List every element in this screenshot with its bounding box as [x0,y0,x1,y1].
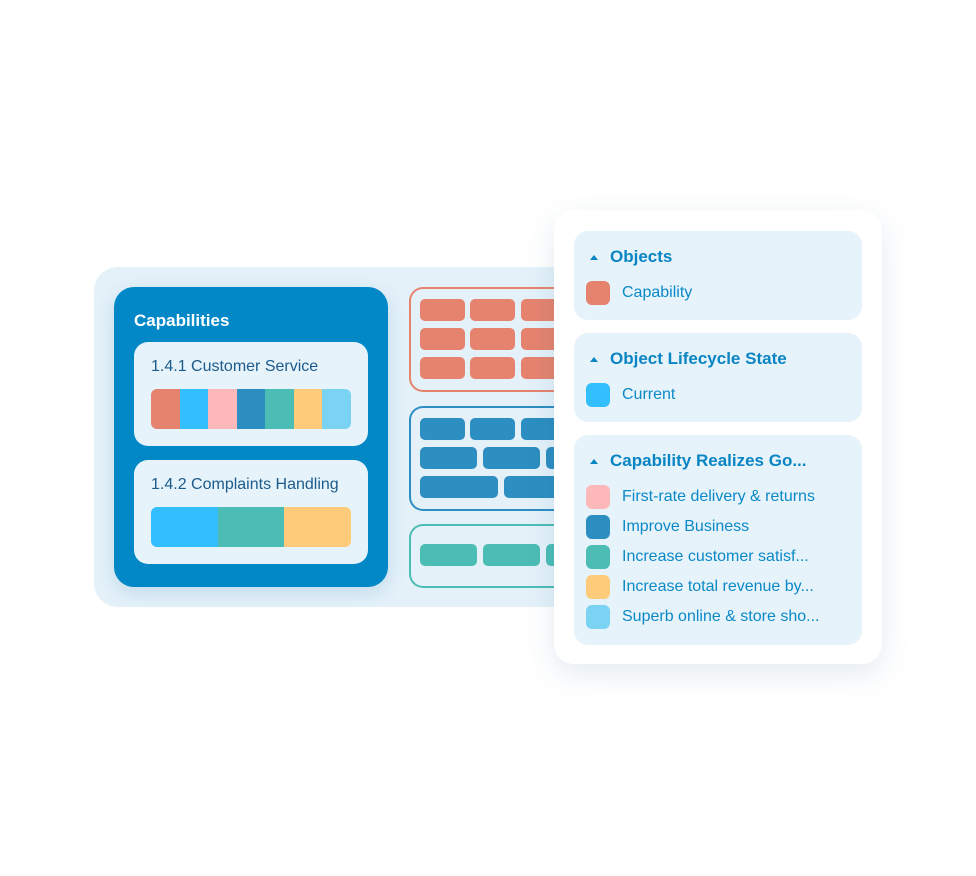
capability-title: 1.4.2 Complaints Handling [151,476,339,493]
legend-section-toggle[interactable]: Objects [590,247,672,267]
bar-segment [151,389,180,429]
legend-section-lifecycle: Object Lifecycle State Current [574,333,862,422]
legend-item[interactable]: Increase total revenue by... [586,575,814,599]
color-swatch [586,575,610,599]
tile [420,357,465,379]
legend-item[interactable]: First-rate delivery & returns [586,485,815,509]
tile [483,447,540,469]
legend-item[interactable]: Superb online & store sho... [586,605,819,629]
legend-item-label: Increase customer satisf... [622,548,809,565]
legend-item-label: Improve Business [622,518,750,535]
legend-section-toggle[interactable]: Capability Realizes Go... [590,451,807,471]
capabilities-title: Capabilities [134,311,230,330]
legend-item[interactable]: Improve Business [586,515,749,539]
bar-segment [265,389,294,429]
color-swatch [586,485,610,509]
capability-card-complaints-handling[interactable]: 1.4.2 Complaints Handling [134,460,368,564]
tile [483,544,540,566]
legend-item-label: Capability [622,284,693,301]
bar-segment [236,389,266,429]
legend-heading: Object Lifecycle State [610,349,787,368]
bar-segment [208,389,237,429]
capability-title: 1.4.1 Customer Service [151,358,319,375]
color-swatch [586,515,610,539]
caret-up-icon [590,254,598,260]
bar-segment [217,507,285,547]
legend-item[interactable]: Increase customer satisf... [586,545,809,569]
legend-item-label: Current [622,386,676,403]
tile [420,299,465,321]
caret-up-icon [590,458,598,464]
tile [420,544,477,566]
capability-color-bar [151,507,351,547]
caret-up-icon [590,356,598,362]
bar-segment [322,389,351,429]
tile [470,328,515,350]
color-swatch [586,281,610,305]
legend-item[interactable]: Capability [586,281,692,305]
tile [420,418,465,440]
color-swatch [586,383,610,407]
capability-card-customer-service[interactable]: 1.4.1 Customer Service [134,342,368,446]
tile [420,476,498,498]
tile [470,418,515,440]
tile [470,357,515,379]
color-swatch [586,605,610,629]
color-swatch [586,545,610,569]
capabilities-container[interactable]: Capabilities 1.4.1 Customer Service 1.4.… [114,287,388,587]
tile [420,328,465,350]
legend-heading: Objects [610,247,673,266]
bar-segment [293,389,323,429]
legend-item-label: First-rate delivery & returns [622,488,815,505]
bar-segment [151,507,218,547]
legend-section-objects: Objects Capability [574,231,862,320]
legend-item-label: Superb online & store sho... [622,608,820,625]
capability-color-bar [151,389,351,429]
legend-section-toggle[interactable]: Object Lifecycle State [590,349,787,369]
tile [470,299,515,321]
legend-item[interactable]: Current [586,383,675,407]
tile [420,447,477,469]
legend-heading: Capability Realizes Go... [610,451,807,470]
legend-item-label: Increase total revenue by... [622,578,814,595]
bar-segment [179,389,209,429]
legend-section-goals: Capability Realizes Go... First-rate del… [574,435,862,645]
bar-segment [284,507,351,547]
legend-panel: Objects Capability Object Lifecycle Stat… [554,210,882,664]
